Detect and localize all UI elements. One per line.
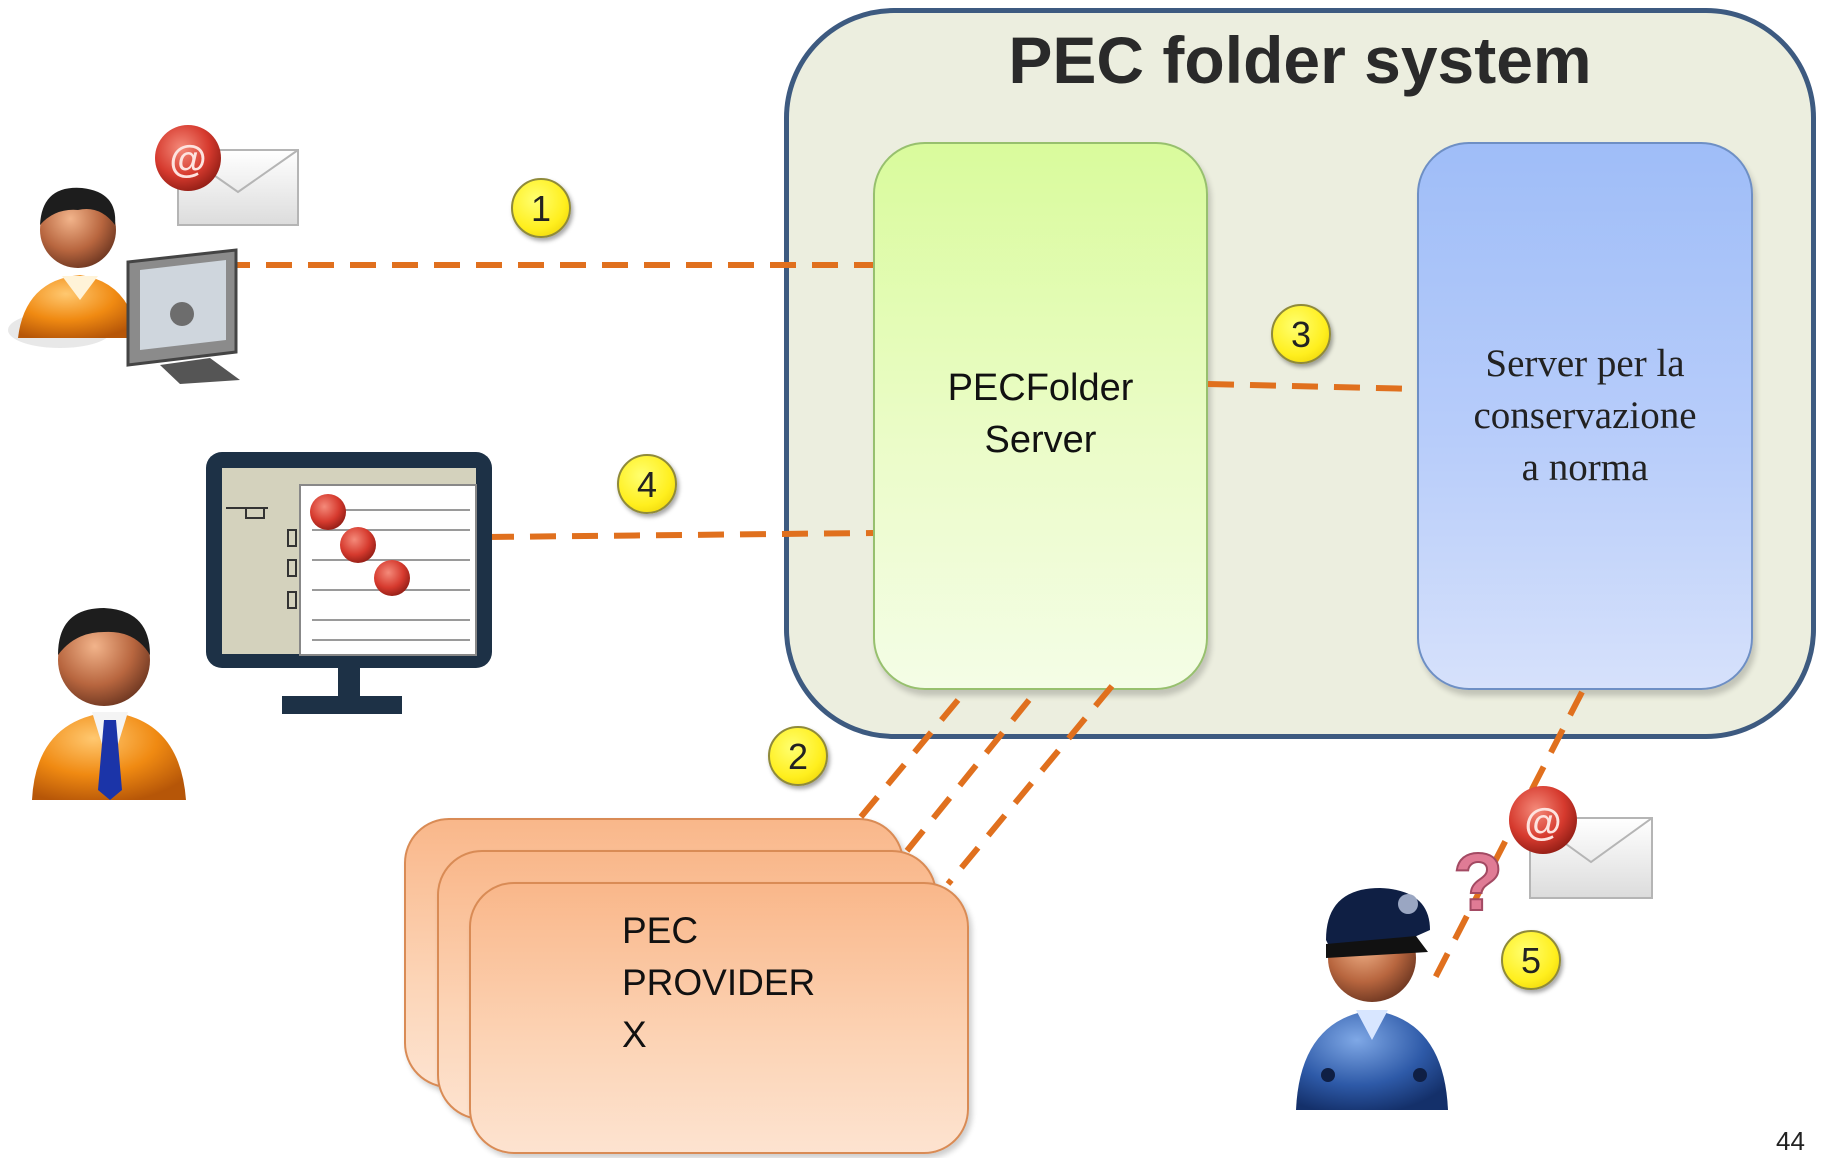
step-badge-2: 2 (768, 726, 828, 786)
pec-provider-label: PEC PROVIDER X (622, 910, 816, 1055)
connectors (224, 262, 1585, 982)
question-mark-icon: ? (1452, 836, 1504, 929)
monitor-with-pec-documents-icon (206, 452, 492, 714)
sealed-pec-envelope-icon: @ (1509, 786, 1653, 899)
user-at-computer-icon (8, 187, 240, 384)
connector-5-conservation-to-officer (1431, 690, 1585, 982)
step-badge-3: 3 (1271, 304, 1331, 364)
svg-text:?: ? (1453, 837, 1503, 928)
pec-provider-card-front (469, 882, 969, 1154)
system-title: PEC folder system (1008, 23, 1592, 97)
connector-3-pecfolder-to-conservation (1207, 381, 1418, 392)
connector-2a-pecfolder-to-provider (857, 698, 961, 820)
svg-text:@: @ (169, 139, 206, 181)
businessman-icon (32, 608, 186, 800)
conservation-server-label: Server per la conservazione a norma (1473, 342, 1697, 489)
connector-2c-pecfolder-to-provider (945, 684, 1115, 886)
pecfolder-server-label: PECFolder Server (947, 367, 1134, 461)
step-badge-1: 1 (511, 178, 571, 238)
conservation-server-box (1417, 142, 1753, 690)
page-number: 44 (1776, 1126, 1805, 1156)
svg-text:@: @ (1524, 802, 1561, 844)
connector-4-monitor-to-pecfolder (487, 530, 874, 540)
connector-2b-pecfolder-to-provider (903, 698, 1032, 854)
pecfolder-server-box (873, 142, 1208, 690)
police-officer-icon (1296, 888, 1448, 1110)
step-badge-5: 5 (1501, 930, 1561, 990)
step-badge-4: 4 (617, 454, 677, 514)
sealed-pec-envelope-icon: @ (155, 125, 299, 226)
